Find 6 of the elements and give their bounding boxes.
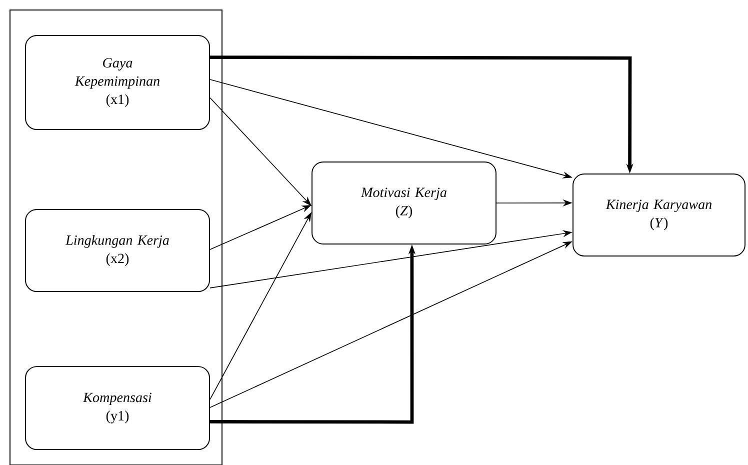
variable-box: Motivasi Kerja (Z) [312, 162, 496, 244]
variable-box: Kompensasi (y1) [25, 366, 210, 450]
variable-box: Lingkungan Kerja (x2) [25, 209, 210, 292]
group-frame [10, 10, 222, 465]
variable-box: Gaya Kepemimpinan (x1) [25, 35, 210, 130]
variable-box: Kinerja Karyawan (Y) [572, 174, 746, 256]
